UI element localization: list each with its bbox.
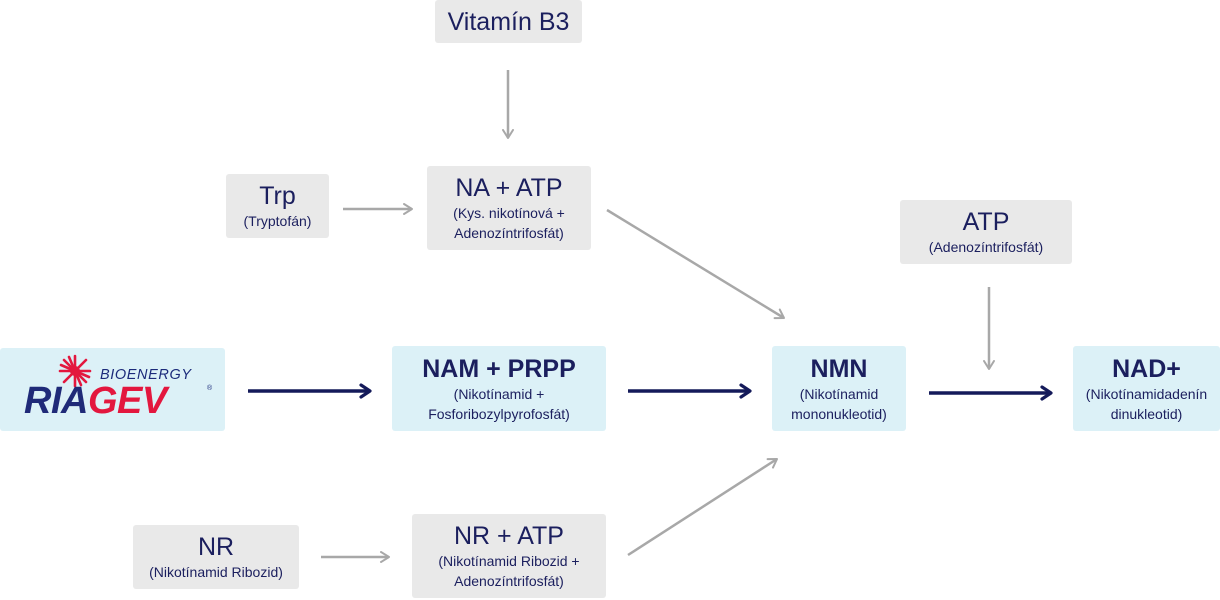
logo-wordmark-part1: RIA [24, 380, 88, 422]
node-title: NMN [810, 354, 868, 383]
node-title: ATP [962, 208, 1010, 236]
logo-registered-mark: ® [207, 385, 213, 392]
node-title: NAD+ [1112, 354, 1181, 383]
node-subtitle: (Nikotínamid Ribozid) [149, 564, 283, 580]
node-subtitle: (Nikotínamidadenín dinukleotid) [1085, 385, 1208, 422]
node-subtitle: (Nikotínamid mononukleotid) [791, 385, 887, 422]
node-nr: NR (Nikotínamid Ribozid) [133, 525, 299, 589]
node-title: NA + ATP [455, 174, 563, 202]
node-nr-atp: NR + ATP (Nikotínamid Ribozid + Adenozín… [412, 514, 606, 598]
node-title: NR + ATP [454, 522, 564, 550]
arrow-na-atp-to-nmn [606, 208, 785, 320]
logo-wordmark-part2: GEV [87, 380, 167, 422]
node-subtitle: (Nikotínamid + Fosforibozylpyrofosfát) [428, 385, 570, 422]
node-vitamin-b3: Vitamín B3 [435, 0, 582, 43]
node-title: NAM + PRPP [422, 354, 576, 383]
node-na-atp: NA + ATP (Kys. nikotínová + Adenozíntrif… [427, 166, 591, 250]
node-subtitle: (Kys. nikotínová + Adenozíntrifosfát) [453, 205, 565, 241]
node-nmn: NMN (Nikotínamid mononukleotid) [772, 346, 906, 431]
node-trp: Trp (Tryptofán) [226, 174, 329, 238]
node-nam-prpp: NAM + PRPP (Nikotínamid + Fosforibozylpy… [392, 346, 606, 431]
starburst-icon [58, 354, 92, 388]
riagev-logo [0, 348, 225, 431]
node-title: NR [197, 533, 235, 561]
node-atp: ATP (Adenozíntrifosfát) [900, 200, 1072, 264]
node-title: Trp [259, 182, 296, 210]
logo-wordmark: RIAGEV [24, 380, 167, 422]
node-subtitle: (Adenozíntrifosfát) [928, 239, 1044, 255]
arrow-nr-atp-to-nmn [627, 457, 778, 557]
node-subtitle: (Tryptofán) [243, 213, 312, 229]
node-title: Vitamín B3 [447, 7, 570, 36]
node-subtitle: (Nikotínamid Ribozid + Adenozíntrifosfát… [438, 553, 580, 589]
logo-subtitle: BIOENERGY [100, 367, 192, 383]
node-nad: NAD+ (Nikotínamidadenín dinukleotid) [1073, 346, 1220, 431]
